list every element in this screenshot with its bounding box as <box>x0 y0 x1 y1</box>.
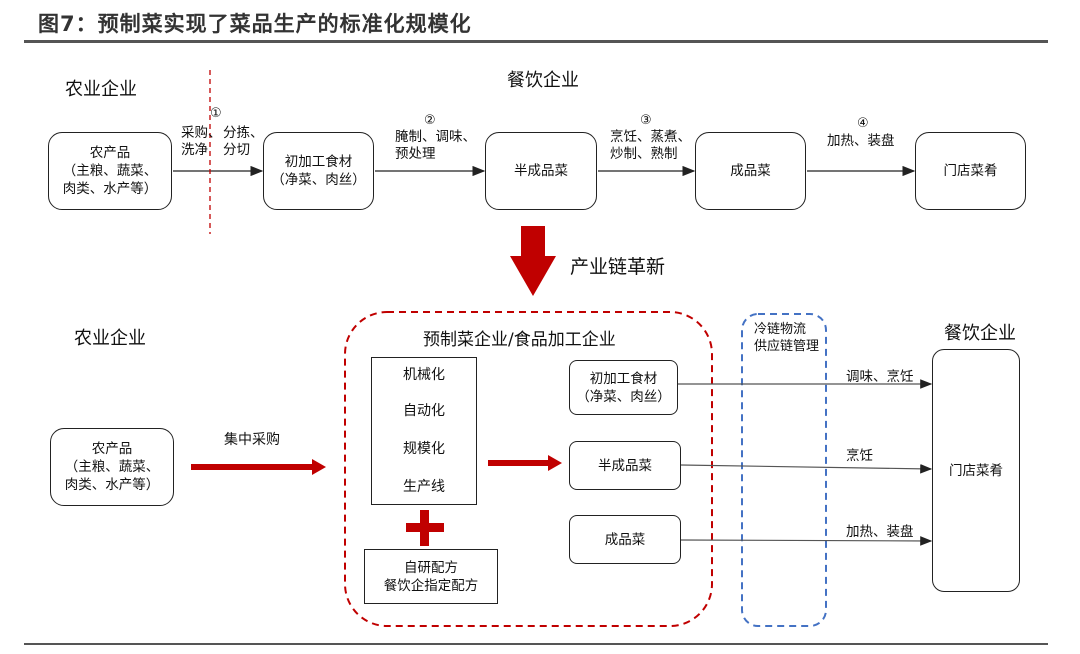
transition-label: 产业链革新 <box>570 256 666 278</box>
step-3-number: ③ <box>640 113 652 128</box>
bottom-box-store-dishes: 门店菜肴 <box>932 349 1020 592</box>
production-arrow-head <box>548 455 562 471</box>
plus-vertical <box>420 510 429 546</box>
top-box-semi-finished: 半成品菜 <box>485 132 597 210</box>
top-rule <box>24 40 1048 43</box>
top-catering-label: 餐饮企业 <box>507 70 579 91</box>
top-box-primary-ingredients: 初加工食材 （净菜、肉丝） <box>263 132 374 210</box>
top-box-agri-products: 农产品 （主粮、蔬菜、 肉类、水产等） <box>48 132 172 210</box>
step-1-right-label: 分拣、 分切 <box>223 125 264 158</box>
flow-label-semi: 烹饪 <box>846 448 873 464</box>
coldchain-outline <box>741 313 827 627</box>
top-box-finished: 成品菜 <box>695 132 806 210</box>
flow-label-primary: 调味、烹饪 <box>846 369 914 385</box>
step-2-number: ② <box>424 113 436 128</box>
step-3-label: 烹饪、蒸煮、 炒制、熟制 <box>610 129 691 162</box>
top-box-store-dishes: 门店菜肴 <box>915 132 1026 210</box>
flow-arrow-finished <box>680 536 933 546</box>
processing-group-title: 预制菜企业/食品加工企业 <box>423 330 616 350</box>
bottom-agri-label: 农业企业 <box>74 328 146 349</box>
feature-mechanization: 机械化 <box>403 367 445 383</box>
step-4-label: 加热、装盘 <box>827 133 895 149</box>
bottom-catering-label: 餐饮企业 <box>944 323 1016 344</box>
transition-arrow <box>510 226 556 296</box>
coldchain-label: 冷链物流 供应链管理 <box>754 322 820 354</box>
feature-production-line: 生产线 <box>403 479 445 495</box>
step-1-left-label: 采购、 洗净 <box>181 125 222 158</box>
step-4-number: ④ <box>857 116 869 131</box>
features-box: 机械化 自动化 规模化 生产线 <box>371 357 477 505</box>
bottom-box-primary-ingredients: 初加工食材 （净菜、肉丝） <box>569 360 678 415</box>
bottom-box-agri-products: 农产品 （主粮、蔬菜、 肉类、水产等） <box>50 428 174 506</box>
procure-arrow-head <box>312 459 326 475</box>
bottom-box-semi-finished: 半成品菜 <box>569 441 681 490</box>
processing-group-outline <box>344 311 713 627</box>
feature-automation: 自动化 <box>403 403 445 419</box>
recipe-box: 自研配方 餐饮企指定配方 <box>364 549 498 604</box>
step-2-label: 腌制、调味、 预处理 <box>395 129 476 162</box>
step-1-number: ① <box>210 106 222 121</box>
procure-label: 集中采购 <box>224 432 280 448</box>
flow-label-finished: 加热、装盘 <box>846 524 914 540</box>
flow-arrow-semi <box>680 464 933 474</box>
figure-title: 图7：预制菜实现了菜品生产的标准化规模化 <box>38 12 472 36</box>
bottom-box-finished: 成品菜 <box>569 515 681 564</box>
top-agri-label: 农业企业 <box>65 79 137 100</box>
feature-scale: 规模化 <box>403 441 445 457</box>
bottom-rule <box>24 643 1048 645</box>
